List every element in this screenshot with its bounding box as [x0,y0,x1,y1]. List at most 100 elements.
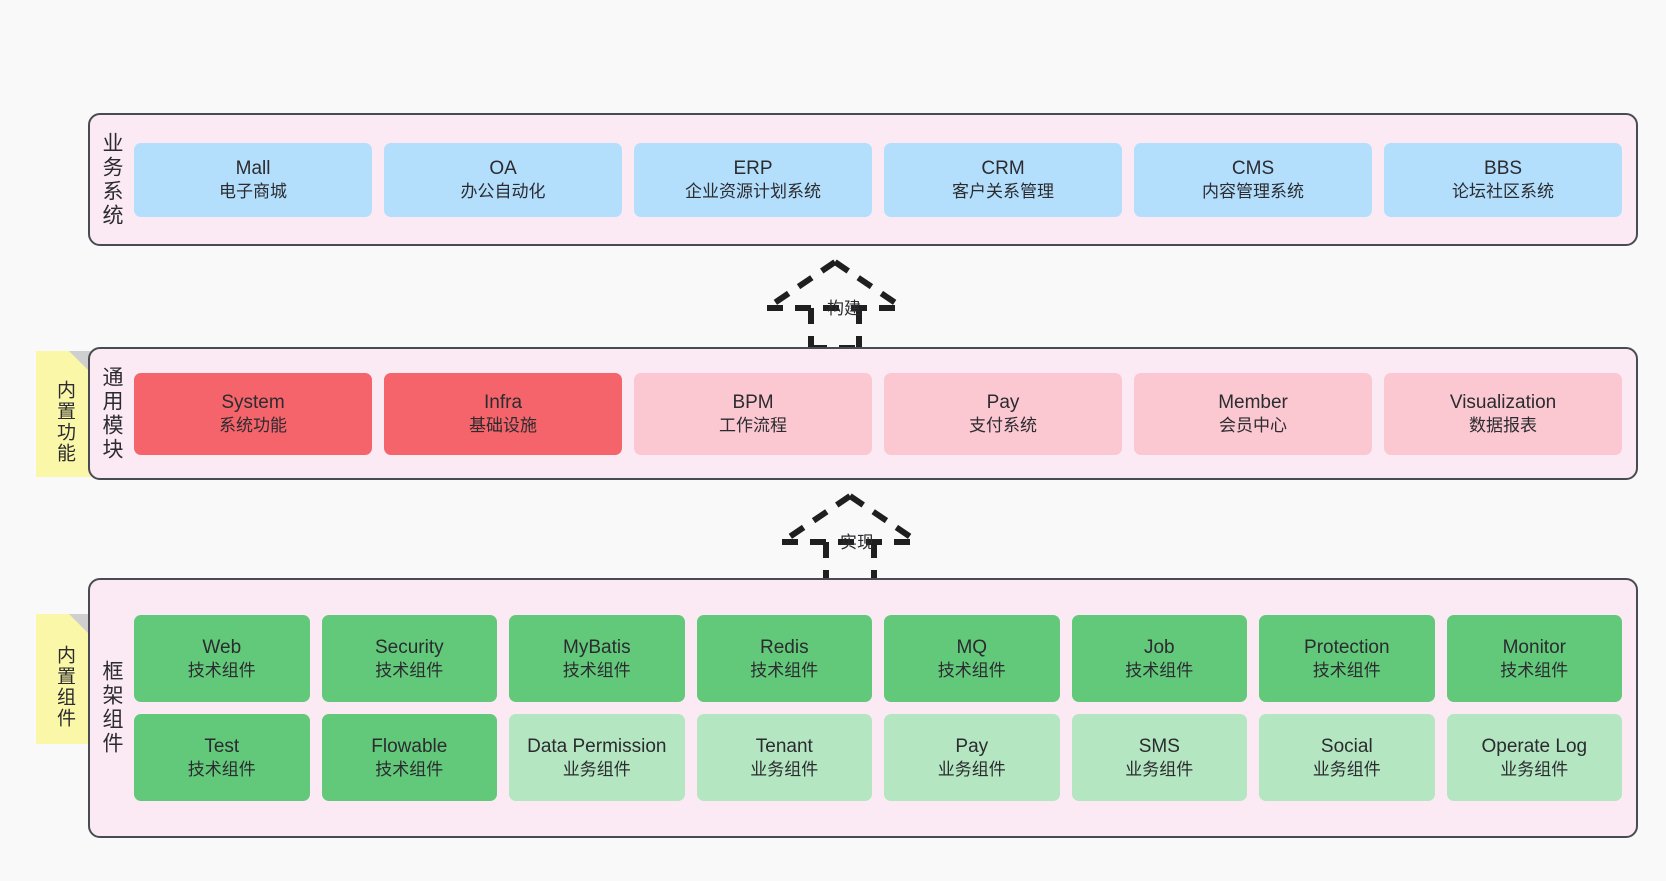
folded-corner-icon [69,614,91,636]
component-cn-label: 业务组件 [1312,759,1381,779]
component-cn-label: 业务组件 [562,759,631,779]
module-en-label: Infra [484,392,523,414]
component-en-label: Monitor [1502,637,1566,659]
module-box-system[interactable]: System 系统功能 [134,372,373,455]
component-cn-label: 技术组件 [1500,660,1569,680]
module-box-oa[interactable]: OA 办公自动化 [384,142,623,217]
framework-row-business: Test 技术组件 Flowable 技术组件 Data Permission … [134,714,1623,801]
component-cn-label: 技术组件 [187,660,256,680]
component-en-label: Tenant [755,736,813,758]
module-en-label: System [221,392,285,414]
component-cn-label: 业务组件 [937,759,1006,779]
module-en-label: Mall [235,158,271,180]
component-box-test[interactable]: Test 技术组件 [134,714,310,801]
note-label: 内置功能 [53,380,75,464]
component-cn-label: 技术组件 [750,660,819,680]
component-en-label: Test [204,736,240,758]
sticky-note-builtin-features: 内置功能 [36,351,91,477]
module-box-visualization[interactable]: Visualization 数据报表 [1384,372,1623,455]
module-box-crm[interactable]: CRM 客户关系管理 [884,142,1123,217]
layer-common-title: 通用模块 [100,365,124,462]
component-en-label: Security [374,637,444,659]
module-box-mall[interactable]: Mall 电子商城 [134,142,373,217]
component-en-label: Flowable [371,736,448,758]
component-en-label: Data Permission [527,736,667,758]
module-box-erp[interactable]: ERP 企业资源计划系统 [634,142,873,217]
component-box-social[interactable]: Social 业务组件 [1259,714,1435,801]
component-box-tenant[interactable]: Tenant 业务组件 [696,714,873,801]
module-box-bbs[interactable]: BBS 论坛社区系统 [1384,142,1623,217]
module-box-infra[interactable]: Infra 基础设施 [384,372,623,455]
module-en-label: ERP [733,158,773,180]
module-box-pay[interactable]: Pay 支付系统 [884,372,1123,455]
component-box-security[interactable]: Security 技术组件 [321,615,498,702]
module-cn-label: 论坛社区系统 [1452,181,1555,201]
module-en-label: Pay [986,392,1020,414]
module-cn-label: 系统功能 [219,415,288,435]
component-box-mq[interactable]: MQ 技术组件 [884,615,1060,702]
component-en-label: Job [1143,637,1175,659]
module-cn-label: 电子商城 [219,181,288,201]
framework-row-tech: Web 技术组件 Security 技术组件 MyBatis 技术组件 Redi… [134,615,1623,702]
component-box-sms[interactable]: SMS 业务组件 [1071,714,1248,801]
note-label: 内置组件 [53,645,75,729]
component-box-pay[interactable]: Pay 业务组件 [884,714,1060,801]
component-box-operate-log[interactable]: Operate Log 业务组件 [1446,714,1623,801]
module-en-label: CMS [1231,158,1275,180]
component-en-label: Pay [955,736,989,758]
component-box-redis[interactable]: Redis 技术组件 [696,615,873,702]
module-en-label: Visualization [1449,392,1557,414]
component-en-label: Protection [1304,637,1390,659]
module-box-bpm[interactable]: BPM 工作流程 [634,372,873,455]
module-cn-label: 企业资源计划系统 [685,181,822,201]
module-en-label: CRM [981,158,1025,180]
common-row: System 系统功能 Infra 基础设施 BPM 工作流程 Pay 支付系统… [134,372,1623,455]
component-cn-label: 技术组件 [187,759,256,779]
folded-corner-icon [69,351,91,373]
module-en-label: Member [1218,392,1288,414]
component-en-label: Operate Log [1481,736,1588,758]
component-box-mybatis[interactable]: MyBatis 技术组件 [509,615,685,702]
component-box-protection[interactable]: Protection 技术组件 [1259,615,1435,702]
module-cn-label: 支付系统 [969,415,1038,435]
component-cn-label: 技术组件 [375,660,444,680]
component-cn-label: 技术组件 [937,660,1006,680]
component-box-job[interactable]: Job 技术组件 [1071,615,1248,702]
component-en-label: Social [1320,736,1373,758]
sticky-note-builtin-components: 内置组件 [36,614,91,744]
component-en-label: Redis [760,637,809,659]
module-en-label: OA [489,158,517,180]
component-cn-label: 技术组件 [562,660,631,680]
component-en-label: MQ [956,637,988,659]
component-en-label: MyBatis [563,637,631,659]
layer-business-title: 业务系统 [100,131,124,228]
layer-common-body: System 系统功能 Infra 基础设施 BPM 工作流程 Pay 支付系统… [130,349,1636,478]
layer-common-modules: 通用模块 System 系统功能 Infra 基础设施 BPM 工作流程 Pay… [88,347,1638,480]
layer-business-body: Mall 电子商城 OA 办公自动化 ERP 企业资源计划系统 CRM 客户关系… [130,115,1636,244]
component-cn-label: 技术组件 [1312,660,1381,680]
component-cn-label: 业务组件 [1500,759,1569,779]
arrow-build: 构建 [755,258,915,351]
module-en-label: BBS [1484,158,1523,180]
module-box-cms[interactable]: CMS 内容管理系统 [1134,142,1373,217]
module-cn-label: 办公自动化 [460,181,546,201]
arrow-implement: 实现 [770,492,930,585]
component-cn-label: 技术组件 [375,759,444,779]
component-box-web[interactable]: Web 技术组件 [134,615,310,702]
module-box-member[interactable]: Member 会员中心 [1134,372,1373,455]
layer-framework-components: 框架组件 Web 技术组件 Security 技术组件 MyBatis 技术组件… [88,578,1638,838]
layer-framework-title: 框架组件 [100,660,124,756]
module-cn-label: 工作流程 [719,415,788,435]
business-row: Mall 电子商城 OA 办公自动化 ERP 企业资源计划系统 CRM 客户关系… [134,142,1623,217]
component-box-monitor[interactable]: Monitor 技术组件 [1446,615,1623,702]
component-cn-label: 业务组件 [1125,759,1194,779]
module-cn-label: 会员中心 [1219,415,1288,435]
component-box-data-permission[interactable]: Data Permission 业务组件 [509,714,685,801]
layer-business-systems: 业务系统 Mall 电子商城 OA 办公自动化 ERP 企业资源计划系统 CRM… [88,113,1638,246]
module-cn-label: 基础设施 [469,415,538,435]
component-cn-label: 技术组件 [1125,660,1194,680]
layer-framework-body: Web 技术组件 Security 技术组件 MyBatis 技术组件 Redi… [130,580,1636,836]
arrow-build-label: 构建 [827,299,861,318]
component-box-flowable[interactable]: Flowable 技术组件 [321,714,498,801]
